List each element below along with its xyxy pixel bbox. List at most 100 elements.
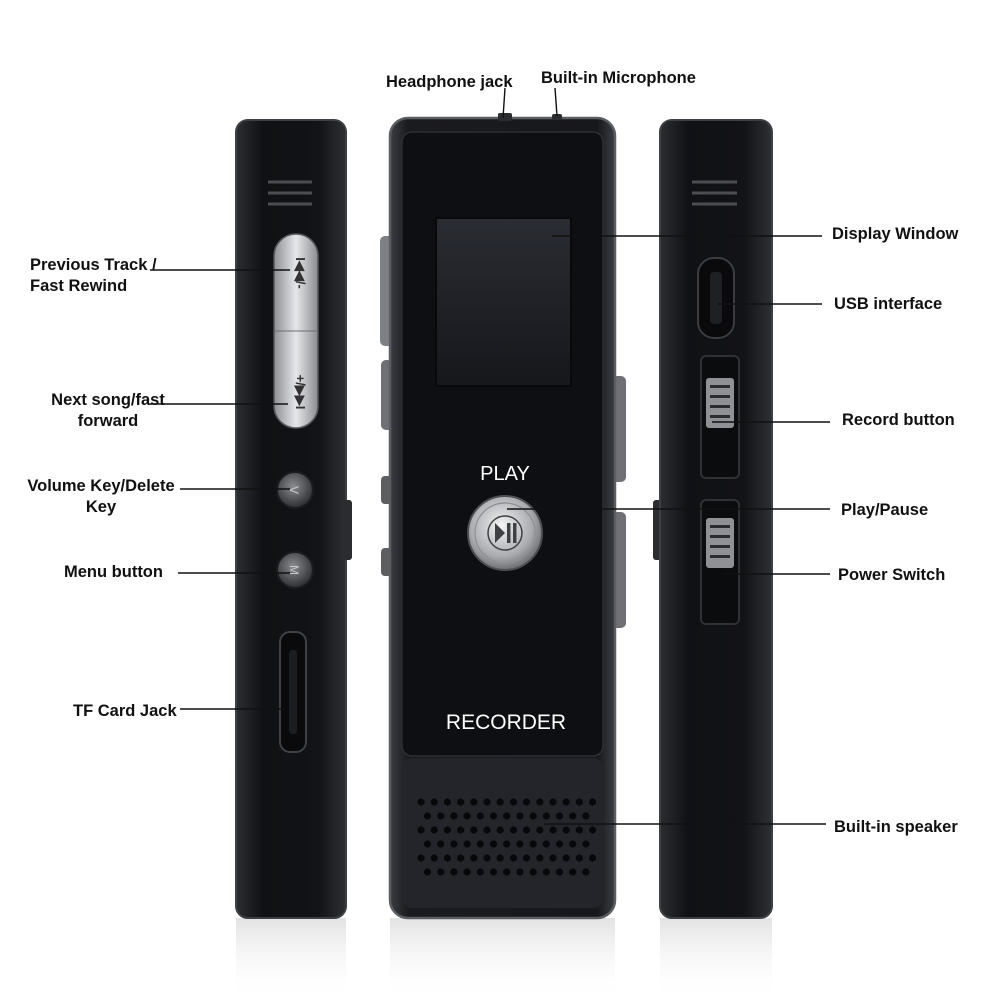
tf-card-jack-label: TF Card Jack — [73, 702, 177, 720]
speaker-hole — [549, 826, 557, 834]
speaker-hole — [575, 826, 584, 834]
speaker-hole — [589, 854, 597, 862]
speaker-hole — [430, 798, 438, 806]
speaker-hole — [457, 826, 465, 834]
speaker-hole — [536, 854, 544, 862]
speaker-hole — [549, 798, 557, 806]
speaker-hole — [562, 798, 570, 806]
speaker-hole — [569, 840, 577, 848]
speaker-hole — [589, 826, 597, 834]
play-pause-label: Play/Pause — [841, 501, 929, 519]
display-window-label: Display Window — [832, 225, 959, 243]
power-switch-label: Power Switch — [838, 566, 946, 584]
speaker-hole — [542, 812, 550, 820]
speaker-hole — [582, 812, 590, 820]
speaker-hole — [417, 826, 425, 834]
speaker-hole — [555, 840, 564, 848]
speaker-hole — [476, 840, 484, 848]
speaker-hole — [523, 826, 531, 834]
leader-lines — [150, 87, 830, 825]
volume-key-label-line1: Volume Key/Delete — [27, 477, 175, 495]
headphone-jack-label: Headphone jack — [386, 73, 513, 91]
speaker-hole — [417, 854, 425, 862]
speaker-hole — [417, 798, 425, 806]
speaker-grille — [417, 798, 597, 876]
speaker-hole — [423, 868, 432, 876]
speaker-hole — [529, 812, 537, 820]
previous-track-label-line1: Previous Track / — [30, 256, 157, 274]
speaker-hole — [489, 812, 498, 820]
speaker-hole — [496, 826, 504, 834]
recorder-text: RECORDER — [446, 711, 566, 734]
display-window — [435, 217, 572, 387]
front-device: PLAY RECORDER — [380, 113, 626, 920]
headphone-jack-port — [498, 113, 512, 121]
speaker-hole — [443, 826, 451, 834]
play-pause-icon — [487, 515, 523, 551]
speaker-hole — [476, 868, 484, 876]
speaker-hole — [463, 868, 471, 876]
microphone-port — [552, 114, 562, 120]
speaker-hole — [470, 798, 478, 806]
speaker-hole — [536, 798, 544, 806]
speaker-hole — [483, 826, 491, 834]
speaker-hole — [437, 812, 445, 820]
speaker-hole — [529, 840, 537, 848]
speaker-hole — [523, 798, 531, 806]
volume-icon: V — [287, 486, 301, 494]
speaker-hole — [516, 812, 524, 820]
speaker-hole — [470, 854, 478, 862]
speaker-hole — [562, 826, 570, 834]
previous-track-label-line2: Fast Rewind — [30, 277, 128, 295]
speaker-hole — [450, 868, 458, 876]
speaker-hole — [483, 798, 491, 806]
speaker-hole — [516, 840, 524, 848]
speaker-hole — [463, 840, 471, 848]
speaker-hole — [463, 812, 471, 820]
speaker-hole — [483, 854, 491, 862]
speaker-hole — [430, 826, 438, 834]
speaker-area — [402, 758, 603, 908]
speaker-hole — [476, 812, 484, 820]
speaker-hole — [503, 840, 511, 848]
speaker-hole — [582, 840, 590, 848]
speaker-hole — [443, 854, 451, 862]
speaker-hole — [575, 798, 584, 806]
speaker-hole — [523, 854, 531, 862]
speaker-hole — [437, 868, 445, 876]
speaker-hole — [555, 812, 564, 820]
speaker-hole — [450, 812, 458, 820]
left-side-device: I◀◀/- +/▶▶I V M — [235, 119, 352, 919]
speaker-hole — [430, 854, 438, 862]
speaker-hole — [562, 854, 570, 862]
right-side-device — [653, 119, 773, 919]
speaker-hole — [569, 812, 577, 820]
speaker-hole — [496, 798, 504, 806]
builtin-speaker-label: Built-in speaker — [834, 818, 958, 836]
speaker-hole — [503, 812, 511, 820]
speaker-hole — [443, 798, 451, 806]
record-button-label: Record button — [842, 411, 955, 429]
speaker-hole — [423, 812, 432, 820]
speaker-hole — [457, 854, 465, 862]
speaker-hole — [470, 826, 478, 834]
speaker-hole — [457, 798, 465, 806]
volume-delete-key — [276, 471, 314, 509]
prev-track-icon: I◀◀/- — [293, 257, 308, 289]
speaker-hole — [549, 854, 557, 862]
speaker-hole — [536, 826, 544, 834]
next-track-icon: +/▶▶I — [293, 375, 308, 410]
left-grille-slits — [268, 180, 312, 206]
next-song-label-line2: forward — [77, 412, 139, 430]
play-text: PLAY — [480, 463, 530, 485]
speaker-hole — [589, 798, 597, 806]
speaker-hole — [489, 840, 498, 848]
speaker-hole — [450, 840, 458, 848]
menu-icon: M — [287, 565, 301, 575]
next-song-label-line1: Next song/fast — [51, 391, 165, 409]
speaker-hole — [503, 868, 511, 876]
speaker-hole — [569, 868, 577, 876]
menu-key — [276, 551, 314, 589]
speaker-hole — [509, 854, 517, 862]
